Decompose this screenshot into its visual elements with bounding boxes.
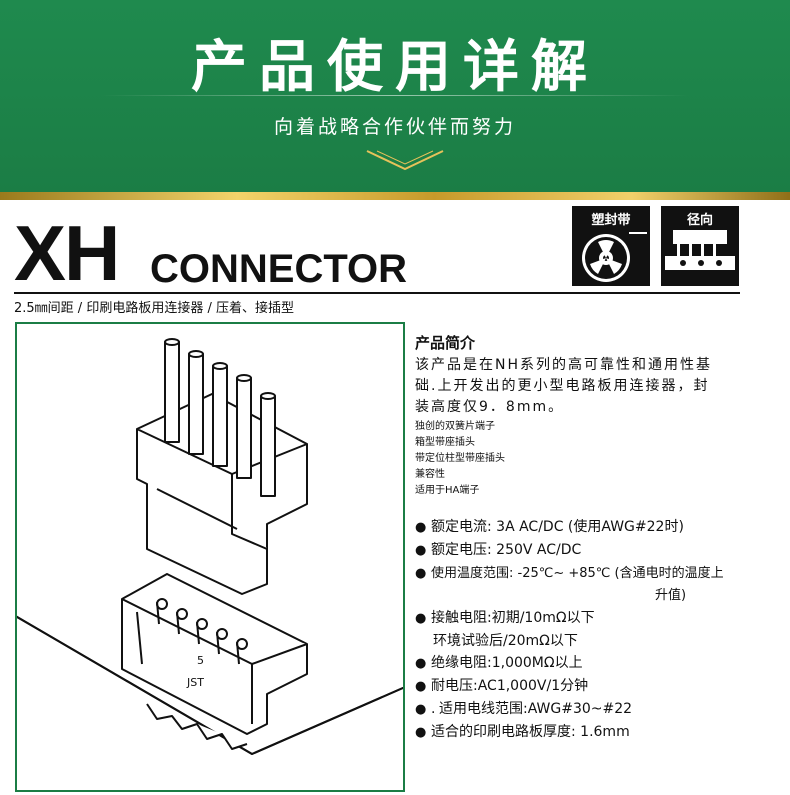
bullet-icon: ● bbox=[415, 702, 427, 717]
intro-line: 该产品是在NH系列的高可靠性和通用性基 bbox=[415, 357, 712, 373]
reel-icon bbox=[582, 232, 647, 282]
bullet-icon: ● bbox=[415, 656, 427, 671]
spec-text: 绝缘电阻:1,000MΩ以上 bbox=[431, 655, 583, 671]
spec-contact-resistance-cont: 环境试验后/20mΩ以下 bbox=[415, 630, 785, 652]
spec-pcb-thickness: ● 适合的印刷电路板厚度: 1.6mm bbox=[415, 721, 785, 744]
spec-prefix: . bbox=[431, 701, 436, 717]
model-name: XH bbox=[14, 209, 120, 297]
spec-contact-resistance: ● 接触电阻:初期/10mΩ以下 bbox=[415, 607, 785, 630]
spec-temperature: ● 使用温度范围: -25℃~ +85℃ (含通电时的温度上 bbox=[415, 562, 785, 585]
connector-illustration: 5 JST bbox=[17, 338, 403, 790]
feature-item: 兼容性 bbox=[415, 469, 445, 480]
heading-rule bbox=[14, 292, 740, 294]
banner-title: 产品使用详解 bbox=[191, 35, 599, 100]
connector-drawing: 5 JST bbox=[15, 322, 405, 792]
spec-list: ● 额定电流: 3A AC/DC (使用AWG#22时) ● 额定电压: 250V … bbox=[415, 516, 785, 744]
spec-text: 升值) bbox=[655, 588, 687, 603]
feature-item: 带定位柱型带座插头 bbox=[415, 453, 505, 464]
banner-divider bbox=[100, 95, 690, 96]
product-subtitle: 2.5㎜间距 / 印刷电路板用连接器 / 压着、接插型 bbox=[14, 301, 294, 316]
feature-list: 独创的双簧片端子 箱型带座插头 带定位柱型带座插头 兼容性 适用于HA端子 bbox=[415, 419, 785, 499]
spec-wire-range: ●.适用电线范围:AWG#30~#22 bbox=[415, 698, 785, 721]
spec-text: 使用温度范围: -25℃~ +85℃ (含通电时的温度上 bbox=[431, 566, 724, 581]
intro-title: 产品简介 bbox=[415, 334, 476, 352]
banner-subtitle: 向着战略合作伙伴而努力 bbox=[273, 116, 516, 138]
bullet-icon: ● bbox=[415, 679, 427, 694]
housing-brand: JST bbox=[186, 676, 204, 689]
spec-text: 环境试验后/20mΩ以下 bbox=[433, 633, 578, 649]
bullet-icon: ● bbox=[415, 543, 427, 558]
radial-label: 径向 bbox=[686, 213, 713, 228]
reel-label: 塑封带 bbox=[591, 213, 631, 228]
spec-rated-voltage: ● 额定电压: 250V AC/DC bbox=[415, 539, 785, 562]
spec-temperature-cont: 升值) bbox=[415, 585, 785, 607]
reel-badge: 塑封带 bbox=[572, 206, 650, 286]
bullet-icon: ● bbox=[415, 611, 427, 626]
spec-text: 适用电线范围:AWG#30~#22 bbox=[439, 701, 633, 717]
spec-text: 适合的印刷电路板厚度: 1.6mm bbox=[431, 724, 630, 740]
intro-line: 础.上开发出的更小型电路板用连接器，封 bbox=[415, 378, 710, 394]
spec-insulation: ● 绝缘电阻:1,000MΩ以上 bbox=[415, 652, 785, 675]
bullet-icon: ● bbox=[415, 520, 427, 535]
spec-rated-current: ● 额定电流: 3A AC/DC (使用AWG#22时) bbox=[415, 516, 785, 539]
spec-text: 额定电流: 3A AC/DC (使用AWG#22时) bbox=[431, 519, 684, 535]
intro-line: 装高度仅9．8mm。 bbox=[415, 399, 565, 415]
spec-text: 额定电压: 250V AC/DC bbox=[431, 542, 582, 558]
housing-number: 5 bbox=[197, 654, 204, 667]
product-name: CONNECTOR bbox=[150, 247, 408, 291]
spec-withstand-voltage: ● 耐电压:AC1,000V/1分钟 bbox=[415, 675, 785, 698]
feature-item: 适用于HA端子 bbox=[415, 485, 480, 496]
radial-taping-icon bbox=[665, 230, 735, 270]
spec-text: 耐电压:AC1,000V/1分钟 bbox=[431, 678, 589, 694]
radial-badge: 径向 bbox=[661, 206, 739, 286]
feature-item: 独创的双簧片端子 bbox=[415, 421, 495, 432]
product-intro: 产品简介 该产品是在NH系列的高可靠性和通用性基 础.上开发出的更小型电路板用连… bbox=[415, 332, 785, 499]
bullet-icon: ● bbox=[415, 725, 427, 740]
feature-item: 箱型带座插头 bbox=[415, 437, 475, 448]
bullet-icon: ● bbox=[415, 566, 427, 581]
spec-text: 接触电阻:初期/10mΩ以下 bbox=[431, 610, 595, 626]
gold-divider bbox=[0, 192, 790, 200]
header-banner: 产品使用详解 向着战略合作伙伴而努力 bbox=[0, 0, 790, 192]
chevron-down-icon bbox=[366, 150, 444, 171]
